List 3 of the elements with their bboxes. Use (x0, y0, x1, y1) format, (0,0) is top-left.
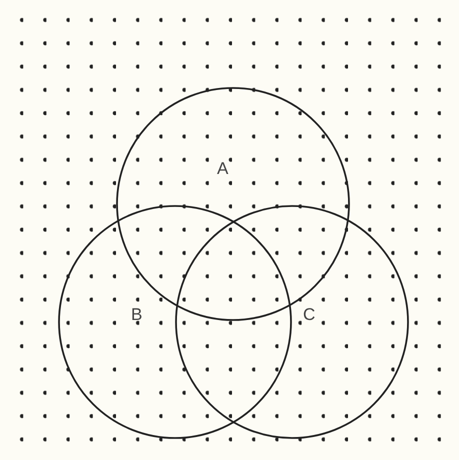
set-label: C (303, 306, 316, 323)
set-label: A (217, 160, 228, 177)
set-label: B (131, 306, 142, 323)
